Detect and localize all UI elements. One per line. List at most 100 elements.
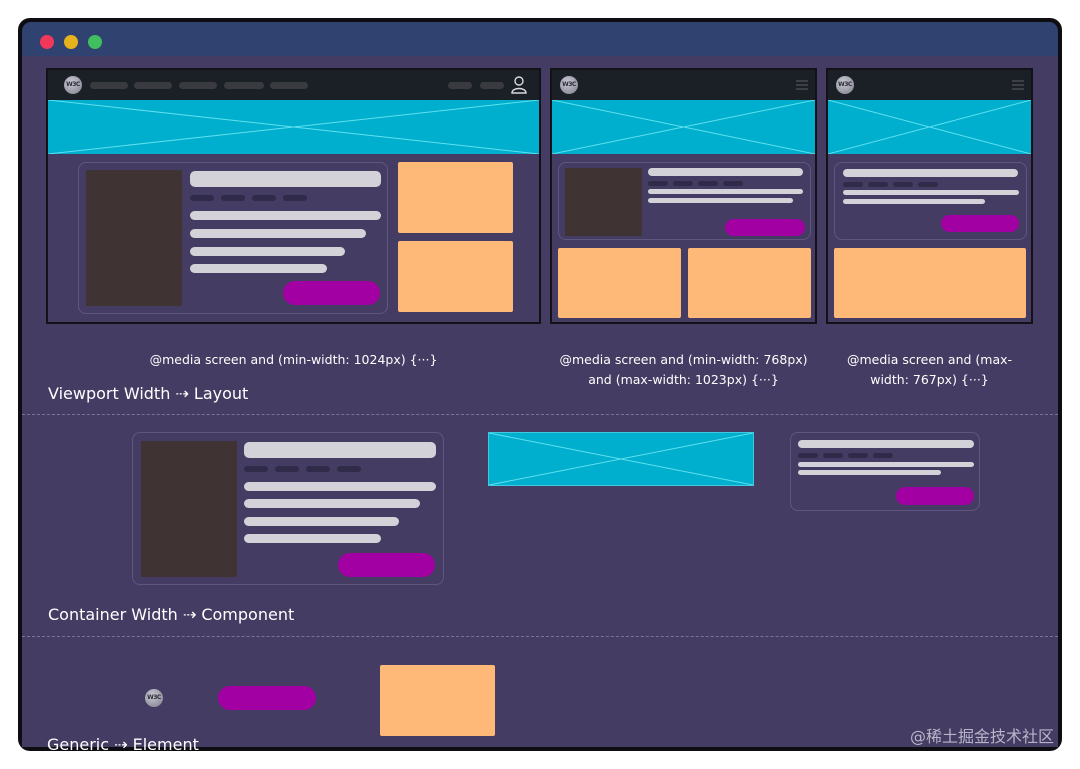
watermark: @稀土掘金技术社区 [909, 727, 1054, 746]
card-meta-placeholder [275, 466, 299, 472]
card-title-placeholder [648, 168, 803, 176]
card-button-placeholder [941, 215, 1019, 232]
hero-cross-lines [552, 100, 815, 154]
media-query-medium-caption: @media screen and (min-width: 768px) and… [542, 350, 825, 390]
hamburger-menu-icon [1012, 80, 1024, 90]
card-meta-placeholder [823, 453, 843, 458]
card-title-placeholder [190, 171, 381, 187]
mockup-navbar: W3C [48, 70, 539, 100]
card-text-line [843, 190, 1019, 195]
hero-cross-lines [489, 433, 753, 485]
media-query-small-caption: @media screen and (max- width: 767px) {·… [822, 350, 1037, 390]
card-meta-placeholder [698, 181, 718, 186]
card-text-line [244, 534, 381, 543]
nav-item-placeholder [134, 82, 172, 89]
tile-element-placeholder [380, 665, 495, 736]
card-text-line [244, 517, 399, 526]
container-component-label: Container Width ⇢ Component [48, 605, 295, 624]
maximize-dot-icon[interactable] [88, 35, 102, 49]
mockup-navbar: W3C [828, 70, 1031, 100]
small-viewport-mockup: W3C [826, 68, 1033, 324]
card-text-line [648, 198, 793, 203]
card-button-placeholder [283, 281, 380, 305]
minimize-dot-icon[interactable] [64, 35, 78, 49]
nav-item-placeholder [448, 82, 472, 89]
nav-item-placeholder [179, 82, 217, 89]
card-title-placeholder [843, 169, 1018, 177]
large-viewport-mockup: W3C [46, 68, 541, 324]
nav-item-placeholder [270, 82, 308, 89]
article-card [558, 162, 811, 240]
medium-viewport-mockup: W3C [550, 68, 817, 324]
card-meta-placeholder [893, 182, 913, 187]
hero-banner-placeholder [828, 100, 1031, 154]
button-element-placeholder [218, 686, 316, 710]
w3c-logo-icon: W3C [64, 76, 82, 94]
card-text-line [798, 470, 941, 475]
caption-line: @media screen and (min-width: 768px) [559, 352, 808, 367]
article-card [834, 162, 1027, 240]
card-text-line [190, 264, 327, 273]
hero-banner-placeholder [552, 100, 815, 154]
card-meta-placeholder [244, 466, 268, 472]
card-image-placeholder [86, 170, 182, 306]
w3c-logo-icon: W3C [836, 76, 854, 94]
sidebar-tile [398, 241, 513, 312]
user-icon [511, 76, 527, 94]
card-image-placeholder [141, 441, 237, 577]
caption-line: and (max-width: 1023px) {···} [588, 372, 779, 387]
card-meta-placeholder [337, 466, 361, 472]
card-meta-placeholder [918, 182, 938, 187]
section-divider [22, 414, 1058, 415]
card-title-placeholder [798, 440, 974, 448]
nav-item-placeholder [224, 82, 264, 89]
card-meta-placeholder [723, 181, 743, 186]
browser-window: W3C [18, 18, 1062, 751]
card-title-placeholder [244, 442, 436, 458]
caption-line: @media screen and (max- [846, 352, 1013, 367]
generic-element-label: Generic ⇢ Element [47, 735, 199, 751]
title-bar [22, 22, 1058, 56]
card-meta-placeholder [221, 195, 245, 201]
card-meta-placeholder [873, 453, 893, 458]
component-hero-placeholder [488, 432, 754, 486]
content-tile [688, 248, 811, 318]
card-text-line [190, 247, 345, 256]
card-meta-placeholder [798, 453, 818, 458]
hamburger-menu-icon [796, 80, 808, 90]
section-divider [22, 636, 1058, 637]
card-meta-placeholder [190, 195, 214, 201]
caption-line: width: 767px) {···} [870, 372, 989, 387]
w3c-logo-icon: W3C [145, 689, 163, 707]
card-text-line [798, 462, 974, 467]
card-meta-placeholder [868, 182, 888, 187]
card-meta-placeholder [306, 466, 330, 472]
card-button-placeholder [338, 553, 435, 577]
mockup-navbar: W3C [552, 70, 815, 100]
card-text-line [190, 229, 366, 238]
content-tile [558, 248, 681, 318]
card-button-placeholder [896, 487, 974, 505]
card-meta-placeholder [843, 182, 863, 187]
card-meta-placeholder [673, 181, 693, 186]
component-card-wide [132, 432, 444, 585]
viewport-layout-label: Viewport Width ⇢ Layout [48, 384, 249, 403]
card-meta-placeholder [252, 195, 276, 201]
card-text-line [648, 189, 803, 194]
hero-cross-lines [48, 100, 539, 154]
sidebar-tile [398, 162, 513, 233]
nav-item-placeholder [90, 82, 128, 89]
card-text-line [843, 199, 985, 204]
component-card-narrow [790, 432, 980, 511]
card-button-placeholder [725, 219, 805, 236]
card-meta-placeholder [283, 195, 307, 201]
card-text-line [190, 211, 381, 220]
content-tile [834, 248, 1026, 318]
card-meta-placeholder [648, 181, 668, 186]
card-meta-placeholder [848, 453, 868, 458]
diagram-canvas: W3C [22, 56, 1058, 751]
nav-item-placeholder [480, 82, 504, 89]
close-dot-icon[interactable] [40, 35, 54, 49]
hero-cross-lines [828, 100, 1031, 154]
card-text-line [244, 482, 436, 491]
